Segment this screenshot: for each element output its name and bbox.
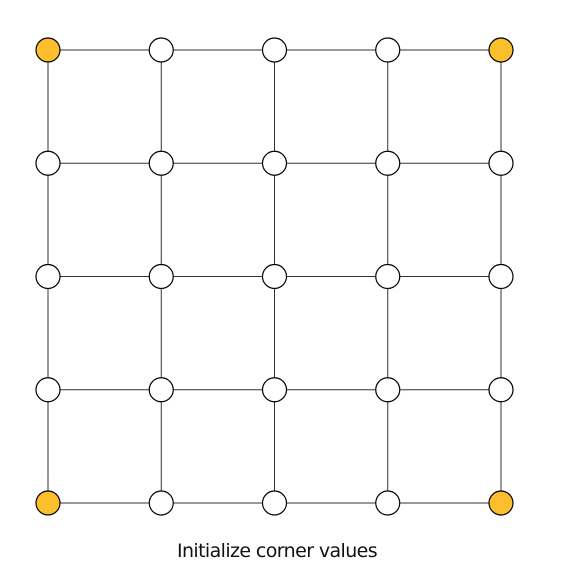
grid-node-3-2 — [261, 377, 288, 403]
corner-node-4-0 — [35, 490, 61, 516]
grid-node-2-3 — [375, 263, 401, 290]
grid-node-1-1 — [148, 150, 174, 176]
corner-node-4-4 — [488, 490, 514, 516]
grid-node-4-2 — [261, 490, 288, 516]
grid-node-1-3 — [375, 150, 401, 176]
grid-node-1-4 — [488, 150, 514, 176]
diagram-caption: Initialize corner values — [176, 540, 378, 562]
grid-node-3-1 — [148, 377, 174, 403]
grid-node-2-2 — [261, 263, 288, 290]
grid-node-1-2 — [261, 150, 288, 176]
grid-node-2-0 — [35, 263, 61, 290]
grid-node-3-3 — [375, 377, 401, 403]
grid-node-3-4 — [488, 377, 514, 403]
grid-node-0-2 — [261, 37, 288, 63]
grid-node-2-4 — [488, 263, 514, 290]
grid-node-2-1 — [148, 263, 174, 290]
grid-node-4-1 — [148, 490, 174, 516]
grid-node-4-3 — [375, 490, 401, 516]
corner-node-0-4 — [488, 37, 514, 63]
grid-node-1-0 — [35, 150, 61, 176]
grid-node-3-0 — [35, 377, 61, 403]
grid-node-0-1 — [148, 37, 174, 63]
grid-node-0-3 — [375, 37, 401, 63]
grid-nodes — [35, 37, 514, 516]
corner-node-0-0 — [35, 37, 61, 63]
